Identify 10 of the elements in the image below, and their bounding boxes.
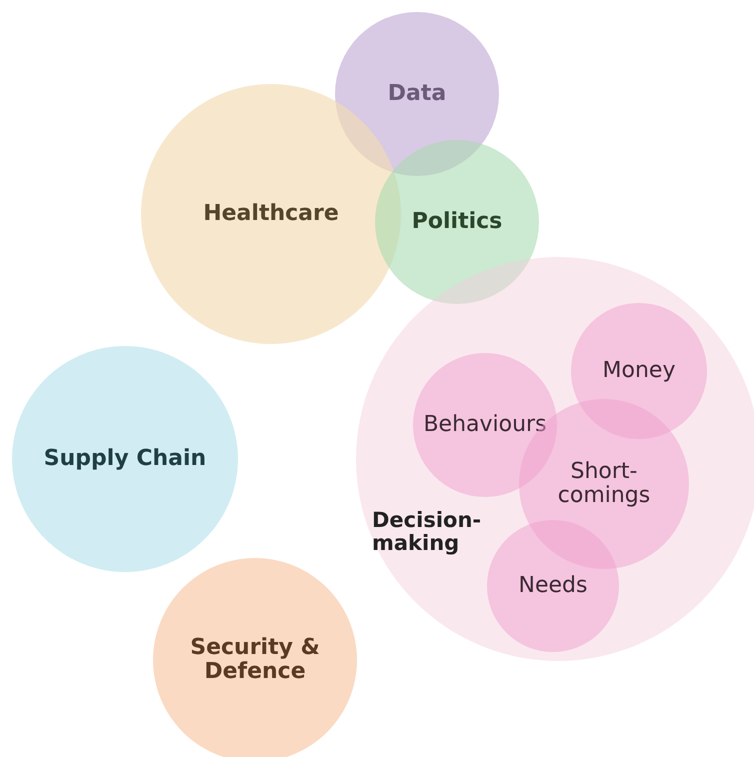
circle-label: Behaviours: [423, 412, 547, 438]
circle-label: Decision-making: [372, 508, 482, 556]
circle-label: Supply Chain: [44, 446, 206, 472]
circle-label: Needs: [518, 574, 588, 598]
circle-label: Data: [388, 82, 446, 106]
circle-label: Money: [602, 358, 676, 384]
circle-label: Security & Defence: [189, 636, 321, 684]
circle-label: Healthcare: [203, 202, 339, 226]
circle-label: Short-comings: [556, 460, 652, 508]
circle-label: Politics: [412, 210, 502, 234]
